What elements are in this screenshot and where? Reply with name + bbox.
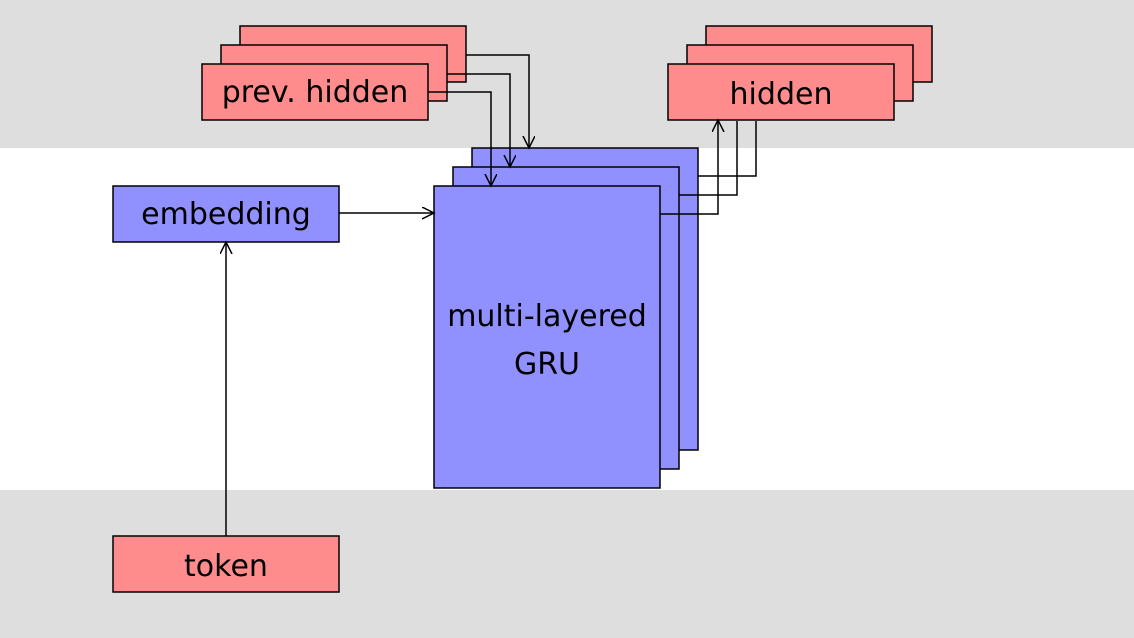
gru-label-line1: multi-layered	[447, 299, 647, 334]
gru-stack: multi-layered GRU	[433, 147, 699, 489]
edge-gru-to-hidden-1	[660, 121, 718, 215]
token-label: token	[184, 549, 268, 584]
edge-gru-to-hidden-2	[679, 121, 738, 196]
prev-hidden-label: prev. hidden	[222, 75, 409, 110]
hidden-label: hidden	[730, 77, 833, 112]
edge-prev-hidden-to-gru-3	[466, 54, 529, 147]
edge-gru-to-hidden-3	[698, 121, 757, 177]
token-node: token	[112, 535, 340, 593]
gru-box-front	[433, 185, 661, 489]
hidden-stack: hidden	[667, 25, 933, 121]
embedding-label: embedding	[141, 197, 311, 232]
gru-label-line2: GRU	[514, 347, 580, 382]
prev-hidden-box-front	[201, 63, 429, 121]
edge-prev-hidden-to-gru-1	[428, 91, 491, 185]
prev-hidden-stack: prev. hidden	[201, 25, 467, 121]
top-band	[0, 0, 1134, 148]
hidden-box-front	[667, 63, 895, 121]
edge-prev-hidden-to-gru-2	[447, 73, 510, 166]
embedding-node: embedding	[112, 185, 340, 243]
embedding-box	[112, 185, 340, 243]
